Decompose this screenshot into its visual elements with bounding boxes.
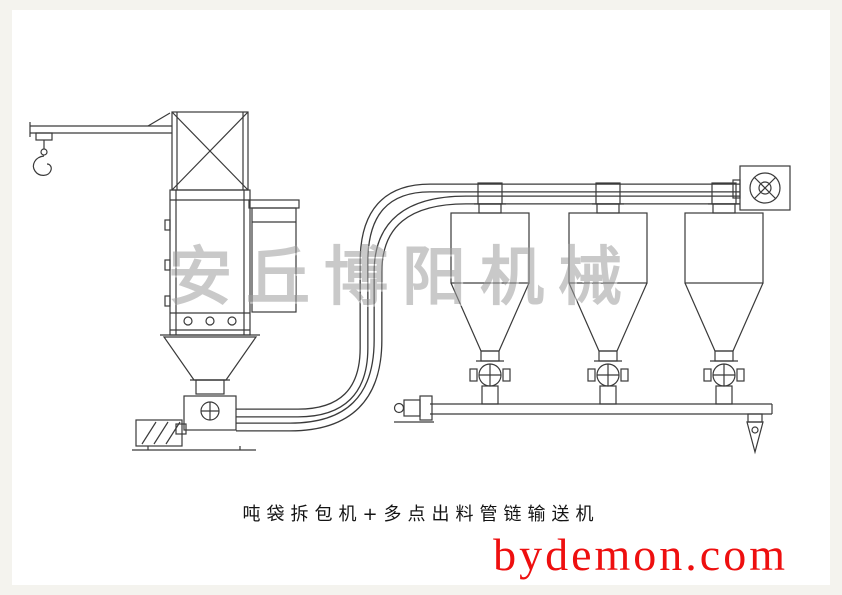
diagram-caption: 吨袋拆包机+多点出料管链输送机 bbox=[242, 504, 600, 525]
chain-tensioner bbox=[746, 413, 764, 455]
drawing-canvas bbox=[12, 10, 830, 585]
jib-crane-hook bbox=[29, 112, 172, 176]
storage-hopper-3 bbox=[684, 182, 764, 405]
support-tower bbox=[171, 111, 249, 191]
pipe-drive-motor bbox=[393, 395, 434, 423]
dust-collector bbox=[248, 199, 300, 313]
top-drive-unit bbox=[732, 165, 791, 211]
bottom-discharge-pipe bbox=[430, 403, 773, 415]
feeder-drive-motor bbox=[132, 419, 256, 451]
website-text: bydemon.com bbox=[493, 529, 788, 580]
watermark-text: 安丘博阳机械 bbox=[168, 241, 636, 315]
rotary-feeder bbox=[183, 379, 237, 431]
discharge-hopper bbox=[160, 334, 260, 381]
